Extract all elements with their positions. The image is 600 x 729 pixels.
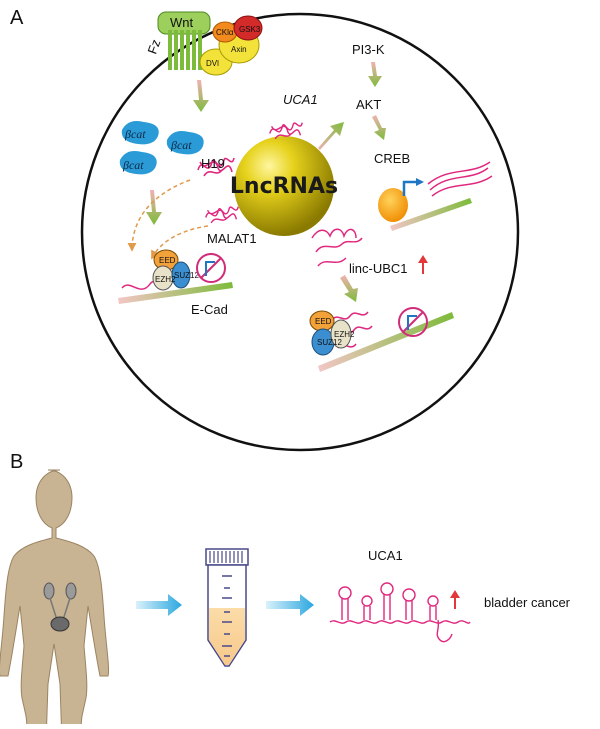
h19-dashed-arrow xyxy=(127,179,191,252)
linc-ubc1-label: linc-UBC1 xyxy=(349,261,408,276)
bladder-cancer-label: bladder cancer xyxy=(484,595,571,610)
uca1-hairpin-3 xyxy=(380,582,394,620)
pi3k-to-akt-arrow xyxy=(368,62,382,87)
human-body xyxy=(0,469,109,729)
creb-chromatin-strand xyxy=(390,198,472,231)
uca1-secondary-structure xyxy=(329,582,471,643)
tube-liquid xyxy=(209,608,245,665)
wnt-receptor-complex: Wnt Fz DVl Axin CKlα GSK3 xyxy=(144,11,263,76)
uca1-cell-label: UCA1 xyxy=(283,92,318,107)
dvl-label: DVl xyxy=(206,59,219,68)
creb-arrowhead xyxy=(416,178,424,186)
bcat-blob-1 xyxy=(121,121,159,145)
urine-tube xyxy=(205,548,249,667)
left-suz12-label: SUZ12 xyxy=(174,271,199,280)
malat1-label: MALAT1 xyxy=(207,231,257,246)
right-blocked-slash xyxy=(402,311,424,333)
left-eed-label: EED xyxy=(159,256,176,265)
lncrna-label: LncRNAs xyxy=(230,174,338,199)
kidney-right xyxy=(65,582,77,600)
right-suz12-label: SUZ12 xyxy=(317,338,342,347)
left-chromatin-complex: EED EZH2 SUZ12 E-Cad xyxy=(118,249,233,317)
ureters xyxy=(49,597,71,621)
uca1-hairpin-4 xyxy=(402,588,416,620)
uca1-b-label: UCA1 xyxy=(368,548,403,563)
left-blocked-slash xyxy=(200,257,222,279)
axin-label: Axin xyxy=(231,45,247,54)
linc-ubc1-group: linc-UBC1 xyxy=(311,228,428,276)
bcat-label-2: βcat xyxy=(170,138,192,152)
pi3k-label: PI3-K xyxy=(352,42,385,57)
left-ezh2-label: EZH2 xyxy=(155,275,176,284)
kidney-left xyxy=(43,582,55,600)
frizzled-receptor xyxy=(168,30,202,70)
uca1-hairpin-5 xyxy=(427,595,439,620)
creb-label: CREB xyxy=(374,151,410,166)
tube-cap-ridges xyxy=(209,551,243,563)
uca1-tail xyxy=(436,619,453,643)
flow-arrow-1 xyxy=(136,594,182,616)
creb-mrna xyxy=(427,161,493,197)
bcat-label-1: βcat xyxy=(124,127,146,141)
tube-graduations xyxy=(222,575,232,657)
uca1-backbone xyxy=(329,620,471,624)
panel-b-letter: B xyxy=(10,451,23,473)
right-ezh2 xyxy=(330,319,352,349)
left-suz12 xyxy=(171,261,191,289)
h19-label: H19 xyxy=(201,156,225,171)
wnt-label: Wnt xyxy=(170,15,194,30)
creb-transcription-arrow xyxy=(402,180,416,196)
bladder-cancer-up-arrowhead xyxy=(450,590,460,598)
right-eed-label: EED xyxy=(315,317,332,326)
creb-chromatin xyxy=(378,161,493,231)
flow-arrow-2 xyxy=(266,594,314,616)
ckl-label: CKlα xyxy=(216,28,234,37)
linc-ubc1-up-arrowhead xyxy=(418,255,428,263)
panel-a-letter: A xyxy=(10,7,24,29)
gsk3-label: GSK3 xyxy=(239,25,261,34)
right-blocked-circle xyxy=(398,307,428,337)
left-tss-arrow xyxy=(205,261,215,276)
uca1-hairpin-1 xyxy=(338,586,352,620)
uca1-hairpin-2 xyxy=(361,595,373,620)
human-silhouette xyxy=(0,469,109,729)
right-chromatin-complex: EED SUZ12 EZH2 xyxy=(309,307,454,372)
lncrna-sphere xyxy=(234,136,334,236)
right-chromatin-strand xyxy=(318,312,454,372)
linc-to-chromatin-arrow xyxy=(340,275,358,302)
left-blocked-circle xyxy=(196,253,226,283)
left-chromatin-strand xyxy=(118,282,233,304)
akt-to-creb-arrow xyxy=(372,115,386,140)
fz-label: Fz xyxy=(144,37,163,56)
creb-protein xyxy=(378,188,408,222)
malat1-dashed-arrow xyxy=(151,225,209,260)
bcat-blob-3 xyxy=(119,151,157,175)
ecad-label: E-Cad xyxy=(191,302,228,317)
beta-catenin-group: βcat βcat βcat xyxy=(119,121,204,175)
gsk3-protein xyxy=(233,15,263,41)
bcat-to-chromatin-arrow xyxy=(146,190,162,225)
wnt-to-bcat-arrow xyxy=(193,80,209,112)
uca1-to-akt-arrow xyxy=(318,122,344,150)
akt-label: AKT xyxy=(356,97,381,112)
bladder xyxy=(50,616,70,632)
bcat-blob-2 xyxy=(166,131,204,155)
linc-ubc1-rna xyxy=(311,228,363,267)
bcat-label-3: βcat xyxy=(122,158,144,172)
right-ezh2-label: EZH2 xyxy=(334,330,355,339)
right-tss-arrow xyxy=(407,315,417,330)
